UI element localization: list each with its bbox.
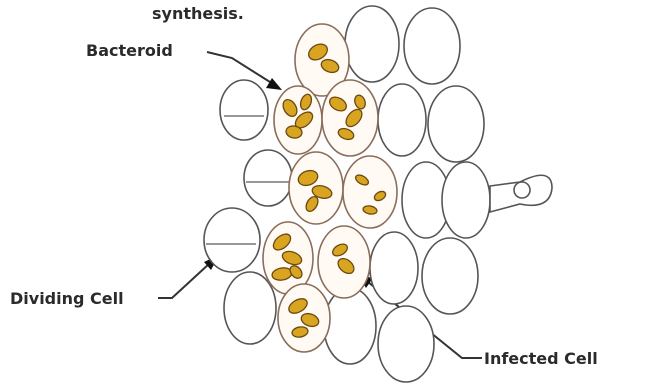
cell — [378, 306, 434, 382]
infected-cell-label: Infected Cell — [484, 349, 598, 368]
cell — [404, 8, 460, 84]
dividing-cell-label: Dividing Cell — [10, 289, 124, 308]
cell — [345, 6, 399, 82]
synthesis-label: synthesis. — [152, 4, 244, 23]
thread-loop — [514, 182, 530, 198]
cell — [324, 288, 376, 364]
cell — [204, 208, 260, 272]
cell — [244, 150, 292, 206]
cell — [378, 84, 426, 156]
dividing-cell-pointer — [158, 255, 219, 298]
cell — [220, 80, 268, 140]
cell — [442, 162, 490, 238]
cell — [224, 272, 276, 344]
bacteroid-label: Bacteroid — [86, 41, 173, 60]
cell — [428, 86, 484, 162]
cell — [370, 232, 418, 304]
cell — [422, 238, 478, 314]
infected-cell — [343, 156, 397, 228]
